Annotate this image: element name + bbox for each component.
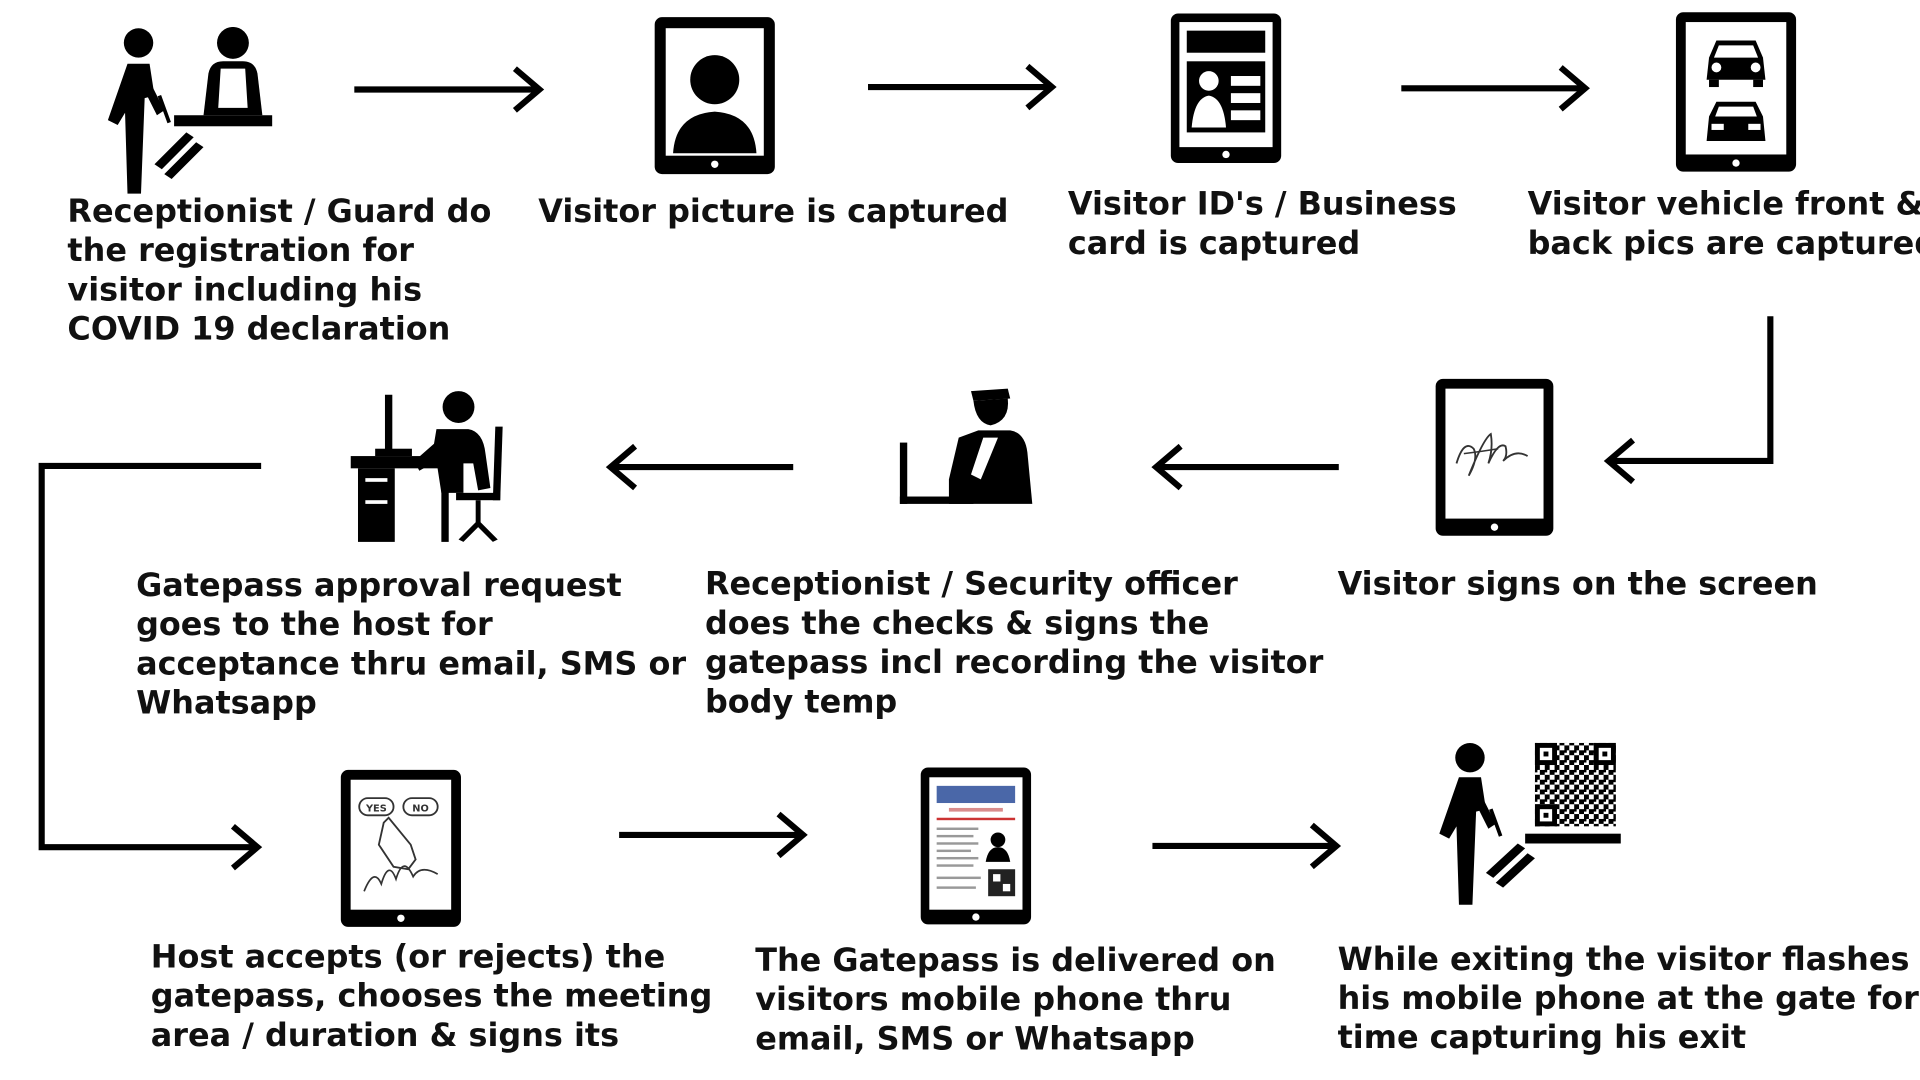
arrow-step8-to-step9: [619, 811, 808, 859]
step-4-label: Visitor vehicle front &back pics are cap…: [1527, 186, 1920, 263]
arrow-step7-to-step8: [38, 462, 263, 871]
security-officer-icon: [899, 388, 1033, 504]
yes-option-text: YES: [365, 804, 387, 815]
step-2-label: Visitor picture is captured: [538, 193, 1009, 231]
tablet-id-card-icon: [1170, 13, 1282, 164]
arrow-step2-to-step3: [868, 63, 1057, 111]
tablet-signature-icon: [1435, 378, 1554, 536]
tablet-gatepass-icon: [920, 767, 1032, 925]
tablet-yes-no-icon: YES NO: [340, 769, 461, 927]
arrow-step4-to-step5: [1603, 316, 1774, 485]
arrow-step9-to-step10: [1152, 822, 1342, 870]
arrow-step6-to-step7: [605, 443, 794, 491]
qr-scan-exit-icon: [1439, 742, 1621, 905]
receptionist-desk-icon: [107, 26, 273, 194]
tablet-photo-icon: [654, 17, 775, 175]
host-at-desk-icon: [350, 391, 503, 542]
arrow-step3-to-step4: [1401, 65, 1590, 112]
no-option-text: NO: [412, 804, 429, 815]
step-5-label: Visitor signs on the screen: [1337, 566, 1818, 604]
tablet-vehicle-icon: [1675, 12, 1797, 172]
arrow-step5-to-step6: [1151, 443, 1339, 491]
arrow-step1-to-step2: [354, 66, 545, 113]
